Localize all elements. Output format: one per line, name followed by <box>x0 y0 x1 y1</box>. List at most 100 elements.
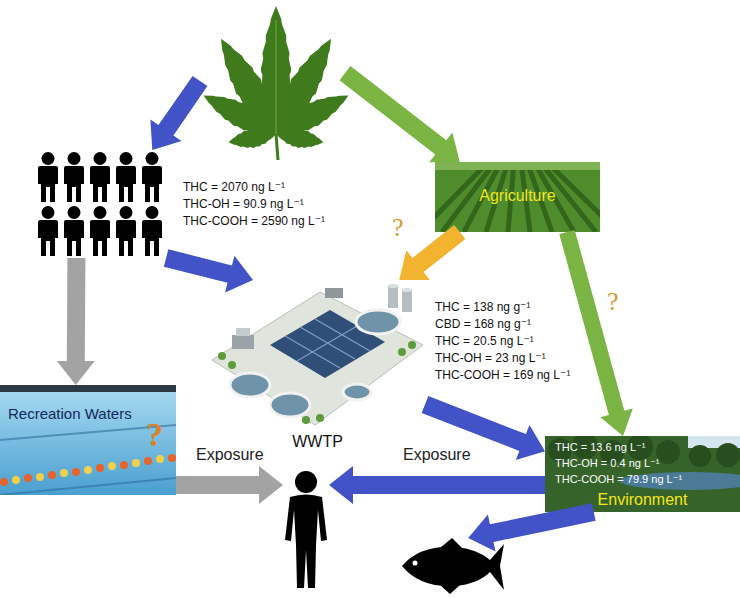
people-group-part <box>116 206 136 256</box>
agriculture-field-part <box>435 162 600 232</box>
people-group-part <box>90 206 110 256</box>
node-text: THC-OH = 90.9 ng L⁻¹ <box>183 197 304 211</box>
flow-arrow <box>164 249 253 292</box>
recreation-waters-image-part <box>0 454 176 486</box>
fish-silhouette-part <box>402 544 504 590</box>
recreation-waters-image-part <box>108 462 116 470</box>
wwtp-plant-part <box>218 341 416 424</box>
recreation-waters-image-part <box>144 457 152 465</box>
environment-node: THC = 13.6 ng L⁻¹ THC-OH = 0.4 ng L⁻¹ THC-… <box>545 436 740 512</box>
wwtp-plant-part <box>232 335 254 349</box>
fish-silhouette-part <box>440 585 460 594</box>
people-group-part <box>38 206 58 256</box>
wwtp-plant-part <box>408 341 416 349</box>
environment-image-part <box>689 445 711 467</box>
recreation-waters-image-part <box>156 455 164 463</box>
agriculture-field <box>435 162 600 232</box>
person-silhouette-part <box>295 471 317 493</box>
cannabis-leaf-part <box>276 134 278 160</box>
wwtp-plant-part <box>316 414 324 422</box>
person-silhouette <box>285 471 327 588</box>
wwtp-plant <box>212 284 423 425</box>
wwtp-plant-part <box>343 384 371 400</box>
flow-arrow <box>340 66 460 162</box>
wwtp-plant-part <box>302 416 310 424</box>
node-text: THC-COOH = 79.9 ng L⁻¹ <box>555 473 682 486</box>
flow-arrow <box>329 466 545 504</box>
people-group-part <box>116 152 136 202</box>
environment-image-part <box>656 440 680 464</box>
edge-label: ? <box>392 212 404 243</box>
wwtp-plant-part <box>388 284 398 288</box>
flow-arrow <box>57 258 95 385</box>
wwtp-plant-part <box>218 352 226 360</box>
flow-arrow <box>468 503 595 551</box>
people-group-part <box>90 152 110 202</box>
population-node: THC = 2070 ng L⁻¹THC-OH = 90.9 ng L⁻¹THC… <box>35 150 173 258</box>
recreation-waters-image <box>0 385 176 495</box>
agriculture-field-part <box>435 162 600 170</box>
node-text: THC = 13.6 ng L⁻¹ <box>555 441 646 454</box>
agriculture-field-part <box>435 162 600 232</box>
wwtp-plant-part <box>402 290 412 312</box>
recreation-waters-image-part <box>36 473 44 481</box>
wwtp-plant-part <box>325 288 343 298</box>
wwtp-plant-part <box>270 393 310 417</box>
recreation-waters-image-part <box>132 459 140 467</box>
node-text: THC-COOH = 169 ng L⁻¹ <box>435 368 570 382</box>
node-text: Recreation Waters <box>8 405 132 423</box>
cannabis-leaf-node <box>200 2 345 160</box>
wwtp-plant-part <box>388 286 398 308</box>
edge-label: Exposure <box>196 445 264 464</box>
human-node <box>283 470 329 588</box>
wwtp-plant-part <box>230 373 270 397</box>
wwtp-plant-part <box>212 292 423 425</box>
recreation-waters-image-part <box>168 454 176 462</box>
environment-image <box>545 436 740 512</box>
edge-label: ? <box>607 286 619 317</box>
fish-silhouette-part <box>413 561 418 566</box>
flow-arrow <box>399 225 465 280</box>
recreation-waters-image-part <box>60 469 68 477</box>
node-text: THC = 138 ng g⁻¹ <box>435 300 530 314</box>
wwtp-node: THC = 138 ng g⁻¹CBD = 168 ng g⁻¹THC = 20… <box>210 280 425 430</box>
recreation-waters-image-part <box>84 466 92 474</box>
agriculture-node: Agriculture <box>435 162 600 232</box>
cannabis-leaf-part <box>261 6 292 134</box>
recreation-waters-image-part <box>0 478 8 486</box>
wwtp-plant-part <box>228 361 236 369</box>
people-group-part <box>64 152 84 202</box>
cannabis-leaf <box>198 6 355 160</box>
flow-arrow <box>150 76 207 150</box>
recreation-waters-image-part <box>12 476 20 484</box>
person-silhouette-part <box>285 495 327 589</box>
node-text: THC-COOH = 2590 ng L⁻¹ <box>183 214 325 228</box>
people-group-part <box>142 152 162 202</box>
fish-silhouette-part <box>440 538 462 548</box>
recreation-waters-image-part <box>96 464 104 472</box>
node-text: ? <box>146 415 163 456</box>
wwtp-plant-part <box>356 310 400 334</box>
recreation-waters-image-part <box>24 474 32 482</box>
people-group <box>38 152 162 256</box>
wwtp-plant-part <box>402 288 412 292</box>
flow-arrow <box>176 466 283 504</box>
recreation-waters-image-part <box>72 468 80 476</box>
recreation-waters-node: Recreation Waters? <box>0 385 176 495</box>
wwtp-plant-part <box>398 348 406 356</box>
node-text: THC-OH = 0.4 ng L⁻¹ <box>555 457 660 470</box>
people-group-part <box>38 152 58 202</box>
fish-node <box>398 538 506 594</box>
recreation-waters-image-part <box>48 471 56 479</box>
people-group-part <box>142 206 162 256</box>
flow-arrow <box>559 230 633 436</box>
node-text: THC = 20.5 ng L⁻¹ <box>435 334 534 348</box>
edge-label: Exposure <box>403 445 471 464</box>
people-group-part <box>64 206 84 256</box>
node-text: THC-OH = 23 ng L⁻¹ <box>435 351 546 365</box>
environment-image-part <box>716 443 740 467</box>
node-text: THC = 2070 ng L⁻¹ <box>183 180 285 194</box>
